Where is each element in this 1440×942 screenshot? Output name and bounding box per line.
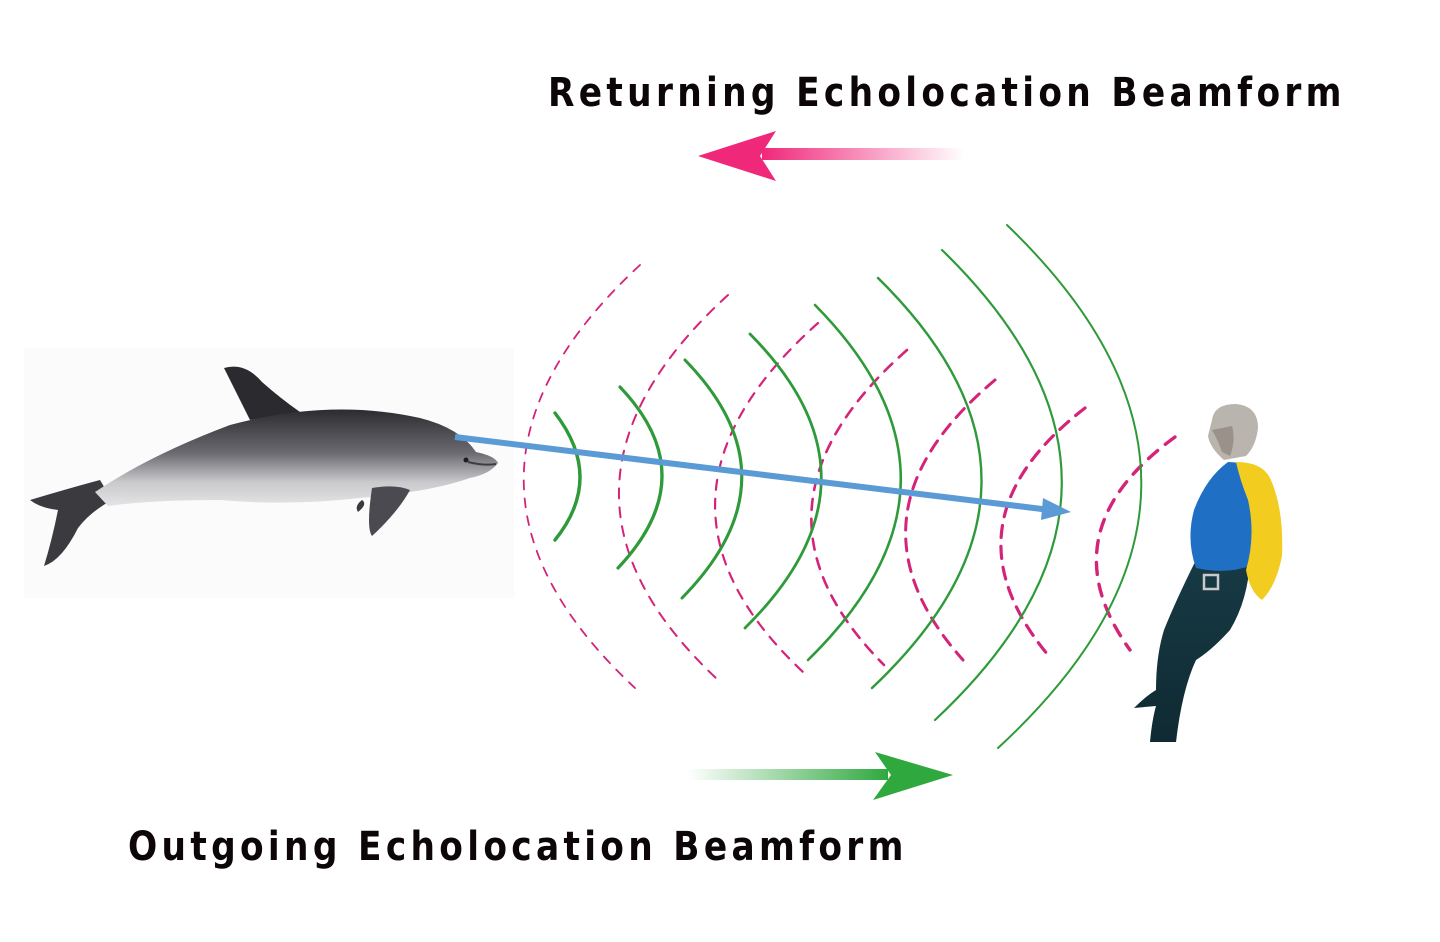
outgoing-beamform-label: Outgoing Echolocation Beamform	[128, 824, 908, 870]
outgoing-arc	[553, 411, 582, 542]
outgoing-arc	[933, 248, 1063, 722]
returning-wave-arcs	[522, 264, 1177, 689]
returning-arc	[810, 348, 909, 667]
returning-arc	[1094, 435, 1177, 652]
returning-arc	[904, 378, 997, 662]
returning-arc	[714, 321, 820, 674]
returning-arc	[999, 406, 1087, 657]
outgoing-arc	[806, 303, 903, 662]
outgoing-arc	[616, 385, 664, 570]
returning-beamform-label: Returning Echolocation Beamform	[548, 70, 1346, 116]
outgoing-arrow-icon	[688, 752, 953, 800]
dolphin-illustration	[30, 366, 498, 566]
beam-arrow-icon	[454, 434, 1071, 520]
diver-target	[1134, 404, 1283, 742]
outgoing-arc	[870, 276, 983, 690]
returning-arc	[522, 264, 641, 689]
outgoing-arc	[680, 358, 744, 600]
outgoing-arc	[997, 224, 1143, 749]
returning-arrow-icon	[698, 131, 964, 181]
returning-arc	[617, 294, 729, 681]
